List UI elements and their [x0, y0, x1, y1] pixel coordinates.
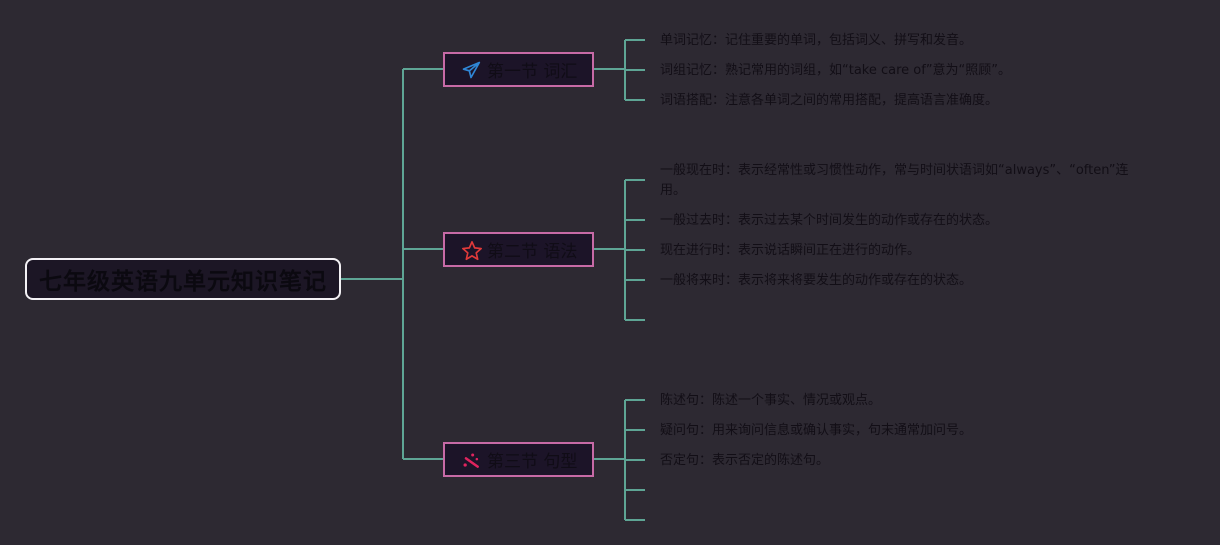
leaf-note[interactable]: 词组记忆：熟记常用的词组，如“take care of”意为“照顾”。	[660, 63, 1012, 78]
root-topic[interactable]: 七年级英语九单元知识笔记	[25, 258, 341, 300]
paper-plane-icon	[461, 60, 481, 80]
section-sentence-patterns[interactable]: 第三节 句型	[443, 442, 594, 477]
section-title: 第三节 句型	[487, 452, 578, 472]
leaf-note[interactable]: 疑问句：用来询问信息或确认事实，句末通常加问号。	[660, 423, 973, 438]
section-vocabulary[interactable]: 第一节 词汇	[443, 52, 594, 87]
leaf-note[interactable]: 陈述句：陈述一个事实、情况或观点。	[660, 393, 882, 408]
leaf-note[interactable]: 否定句：表示否定的陈述句。	[660, 453, 830, 468]
leaf-note[interactable]: 单词记忆：记住重要的单词，包括词义、拼写和发音。	[660, 33, 973, 48]
leaf-note[interactable]: 一般将来时：表示将来将要发生的动作或存在的状态。	[660, 273, 973, 288]
magic-wand-icon	[461, 450, 481, 470]
star-icon	[461, 240, 482, 260]
root-title: 七年级英语九单元知识笔记	[39, 269, 327, 295]
leaf-note[interactable]: 词语搭配：注意各单词之间的常用搭配，提高语言准确度。	[660, 93, 999, 108]
section-title: 第二节 语法	[487, 242, 578, 262]
section-title: 第一节 词汇	[487, 62, 578, 82]
leaf-note[interactable]: 一般现在时：表示经常性或习惯性动作，常与时间状语词如“always”、“ofte…	[660, 163, 1129, 198]
section-grammar[interactable]: 第二节 语法	[443, 232, 594, 267]
leaf-note[interactable]: 一般过去时：表示过去某个时间发生的动作或存在的状态。	[660, 213, 999, 228]
leaf-note[interactable]: 现在进行时：表示说话瞬间正在进行的动作。	[660, 243, 921, 258]
